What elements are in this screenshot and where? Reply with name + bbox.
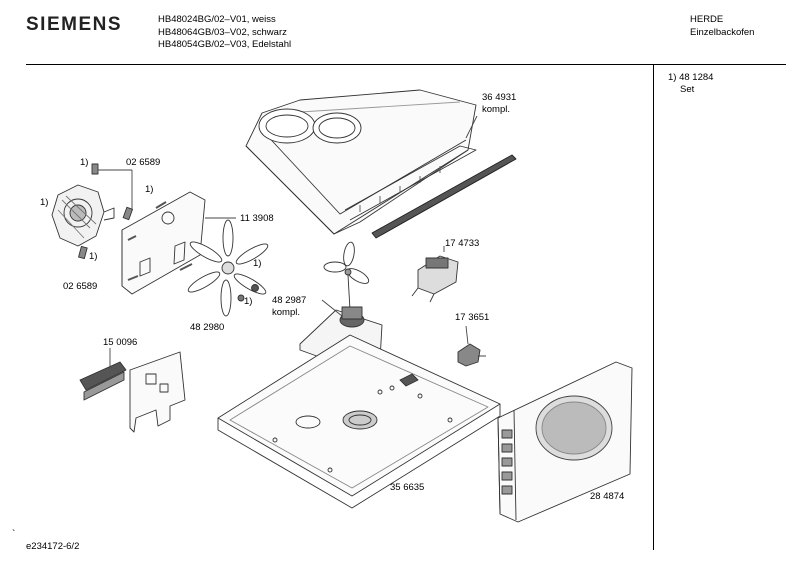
footnote-marker: 1) [244,296,253,307]
front-panel-part [497,361,633,523]
part-label-482987: 48 2987 kompl. [272,295,306,318]
part-label-026589-top: 02 6589 [126,157,161,168]
footnote-marker: 1) [145,184,154,195]
footnote-marker: 1) [40,197,49,208]
model-line: HB48064GB/03–V02, schwarz [158,26,287,38]
base-plate-part [217,334,501,509]
terminal-block-part [79,361,127,401]
part-label-482980: 48 2980 [190,322,225,333]
part-label-026589-bottom: 02 6589 [63,281,98,292]
connector-part [91,163,99,175]
category-line: HERDE [690,14,724,25]
nut-part [251,284,259,292]
part-suffix: kompl. [272,306,300,318]
set-note: 1) 48 1284 Set [668,72,713,96]
part-label-364931: 36 4931 kompl. [482,92,516,115]
set-note-line1: 1) 48 1284 [668,72,714,83]
fan-plate-part [121,191,206,295]
part-label-356635: 35 6635 [390,482,425,493]
footnote-marker: 1) [253,258,262,269]
top-cover-part [245,89,517,239]
nut-part [237,294,245,302]
footnote-marker: 1) [89,251,98,262]
part-label-113908: 11 3908 [240,213,274,224]
leader-line [465,115,478,139]
part-label-150096: 15 0096 [103,337,138,348]
switch-part [411,255,459,303]
footer-tick: ` [12,529,16,540]
side-divider [653,64,654,550]
cooling-fan-part [323,241,370,311]
part-label-284874: 28 4874 [590,491,625,502]
part-label-174733: 17 4733 [445,238,480,249]
part-suffix: kompl. [482,103,510,115]
part-number: 36 4931 [482,92,517,103]
document-id: e234172-6/2 [26,541,80,552]
category: HERDE Einzelbackofen [690,14,754,39]
brand-logo: SIEMENS [26,14,123,35]
model-list: HB48024BG/02–V01, weiss HB48064GB/03–V02… [158,14,291,52]
fan-motor-part [51,184,115,247]
category-line: Einzelbackofen [690,26,755,38]
connector-part [78,245,88,260]
model-line: HB48054GB/02–V03, Edelstahl [158,39,292,50]
mounting-bracket-part [129,351,186,433]
part-label-173651: 17 3651 [455,312,490,323]
thermostat-part [457,343,486,367]
connector-part [122,206,133,221]
set-note-line2: Set [680,84,695,95]
part-number: 48 2987 [272,295,307,306]
header-divider [26,64,786,65]
footnote-marker: 1) [80,157,89,168]
model-line: HB48024BG/02–V01, weiss [158,14,276,25]
